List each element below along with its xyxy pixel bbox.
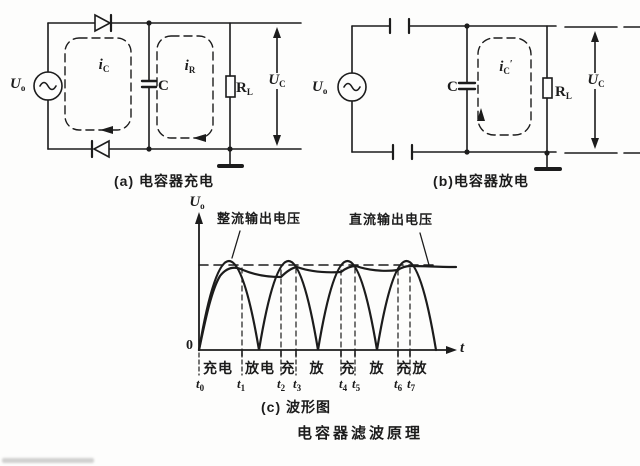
circuit-a-capacitor-label: C — [158, 78, 169, 94]
circuit-b-discharge-loop — [477, 37, 532, 136]
circuit-b-resistor — [542, 77, 553, 99]
t-tick-6: t6 — [393, 376, 403, 393]
t-tick-7: t7 — [406, 376, 416, 393]
circuit-b-load-label: RL — [555, 84, 572, 101]
waveform-caption: (c) 波形图 — [261, 399, 331, 415]
circuit-b-output-arrow — [591, 31, 599, 149]
circuit-b-discharge-current-label: iC′ — [499, 59, 513, 76]
x-axis-arrowhead — [446, 346, 457, 354]
circuit-b-source-label: Uo — [312, 79, 328, 96]
circuit-a-diode-top — [94, 13, 113, 33]
t-tick-4: t4 — [338, 376, 348, 393]
phase-label-3: 放 — [309, 360, 325, 376]
t-tick-2: t2 — [276, 376, 286, 393]
t-tick-0: t0 — [195, 376, 205, 393]
circuit-a-wires — [47, 22, 302, 150]
phase-label-7: 放 — [412, 360, 428, 376]
ic-loop-arrowhead — [100, 126, 113, 134]
circuit-a-source — [33, 71, 63, 101]
circuit-a-current-loops — [64, 35, 214, 139]
circuit-a-caption: (a) 电容器充电 — [114, 173, 214, 189]
circuit-a-capacitor — [140, 79, 158, 89]
annotation-dc-voltage: 直流输出电压 — [348, 212, 434, 227]
circuit-a-output-label: UC — [266, 72, 288, 89]
circuit-a-cap-current-label: iC — [98, 57, 110, 74]
dc-output-curve — [197, 264, 458, 352]
phase-label-1: 放电 — [245, 360, 275, 376]
circuit-b-capacitor-label: C — [447, 79, 458, 95]
circuit-a-resistor — [225, 75, 236, 98]
waveform-y-axis-label: Uo — [189, 194, 205, 211]
circuit-b-capacitor — [457, 81, 477, 91]
figure-title: 电容器滤波原理 — [296, 425, 424, 442]
t-tick-1: t1 — [236, 376, 246, 393]
scan-artifact — [2, 458, 94, 463]
t-tick-5: t5 — [351, 376, 361, 393]
circuit-a-source-label: Uo — [10, 76, 26, 93]
phase-label-6: 充 — [396, 360, 412, 376]
circuit-a-diode-bottom — [90, 139, 110, 159]
circuit-a-nodes — [146, 20, 233, 152]
circuit-b-wires — [351, 17, 640, 161]
phase-label-2: 充 — [280, 360, 296, 376]
icprime-loop-arrowhead — [477, 108, 485, 121]
circuit-b-source — [337, 72, 367, 102]
circuit-a-load-current-label: iR — [184, 58, 196, 75]
y-axis-arrowhead — [195, 212, 203, 224]
phase-label-4: 充 — [340, 360, 356, 376]
waveform-origin-label: 0 — [186, 338, 193, 353]
circuit-a-ground — [217, 148, 244, 168]
t-dashed-verticals — [241, 267, 411, 351]
rectified-voltage-curve — [197, 260, 438, 352]
circuit-b-caption: (b)电容器放电 — [433, 173, 529, 189]
circuit-b-nodes — [464, 23, 550, 156]
circuit-b-output-label: UC — [585, 72, 607, 89]
annotation-rectified-voltage: 整流输出电压 — [216, 211, 302, 226]
phase-label-0: 充电 — [203, 360, 233, 376]
annotation-leader-lines — [231, 230, 430, 266]
ir-loop-arrowhead — [193, 134, 206, 142]
waveform-x-axis-label: t — [460, 340, 465, 356]
phase-label-5: 放 — [369, 360, 385, 376]
waveform-axes — [198, 217, 450, 351]
t-tick-3: t3 — [292, 376, 302, 393]
axis-tick-marks — [241, 349, 411, 357]
circuit-a-load-label: RL — [236, 80, 253, 97]
